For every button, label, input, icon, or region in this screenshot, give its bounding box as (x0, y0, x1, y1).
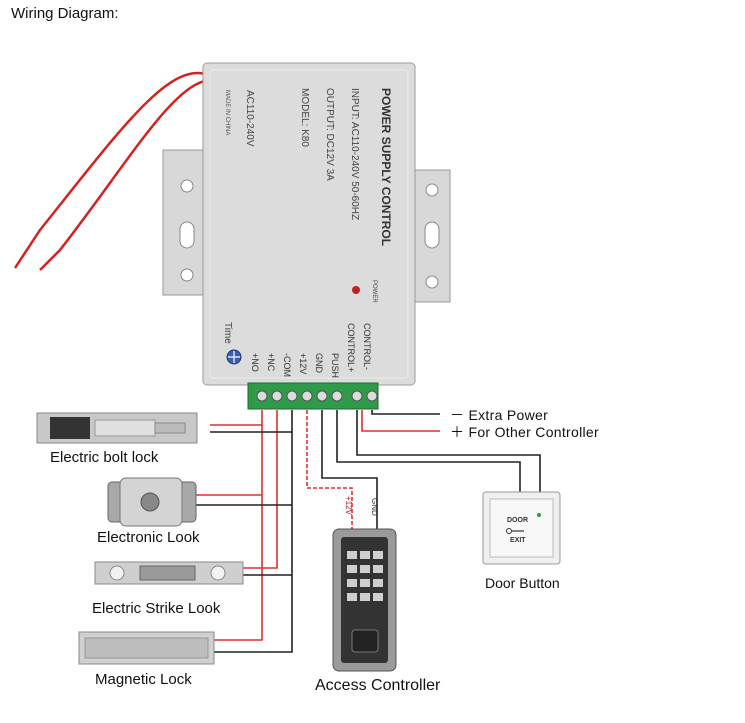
svg-text:+NO: +NO (250, 353, 260, 372)
ps-output: OUTPUT: DC12V 3A (324, 88, 335, 181)
terminal-block (247, 382, 379, 410)
access-controller-keypad: +12V GND (332, 496, 397, 672)
label-electric-bolt-lock: Electric bolt lock (50, 449, 159, 466)
ps-time-label: Time (222, 322, 233, 344)
door-key-icon (506, 528, 512, 534)
door-face-bottom: EXIT (510, 537, 526, 544)
ps-heading: POWER SUPPLY CONTROL (379, 88, 393, 246)
label-electric-strike-lock: Electric Strike Look (92, 600, 221, 617)
svg-text:CONTROL+: CONTROL+ (346, 323, 356, 372)
label-other-controller: ＋ For Other Controller (450, 424, 599, 440)
ps-input: INPUT: AC110-240V 50-60HZ (349, 88, 360, 220)
power-led (352, 286, 360, 294)
label-electronic-lock: Electronic Look (97, 529, 200, 546)
diagram-title: Wiring Diagram: (11, 5, 119, 22)
wires (195, 410, 541, 653)
electric-bolt-lock (36, 412, 198, 444)
ps-ac: AC110-240V (244, 90, 255, 147)
svg-text:+12V: +12V (298, 353, 308, 374)
label-extra-power: － Extra Power (450, 407, 549, 423)
electric-strike-lock (94, 561, 244, 585)
label-door-button: Door Button (485, 575, 560, 591)
svg-text:GND: GND (314, 353, 324, 374)
ps-made-in: MADE IN CHINA (224, 90, 230, 135)
wire-label-plus12v: +12V (344, 496, 353, 516)
ps-model: MODEL: K80 (299, 88, 310, 147)
terminal-labels: +NO +NC -COM +12V GND PUSH CONTROL+ CONT… (250, 323, 372, 378)
mains-cable (13, 71, 213, 271)
door-face-top: DOOR (507, 517, 528, 524)
label-magnetic-lock: Magnetic Lock (95, 671, 192, 688)
svg-text:+NC: +NC (266, 353, 276, 372)
label-access-controller: Access Controller (315, 677, 441, 694)
svg-text:-COM: -COM (282, 353, 292, 377)
ps-power-label: POWER (371, 280, 377, 303)
magnetic-lock (78, 631, 215, 665)
electronic-lock (107, 477, 197, 527)
power-supply-case: POWER SUPPLY CONTROL INPUT: AC110-240V 5… (202, 62, 416, 386)
wire-label-gnd: GND (370, 498, 379, 516)
door-led (537, 513, 541, 517)
svg-text:CONTROL-: CONTROL- (362, 323, 372, 370)
svg-text:PUSH: PUSH (330, 353, 340, 378)
door-button: DOOR EXIT (482, 491, 561, 565)
